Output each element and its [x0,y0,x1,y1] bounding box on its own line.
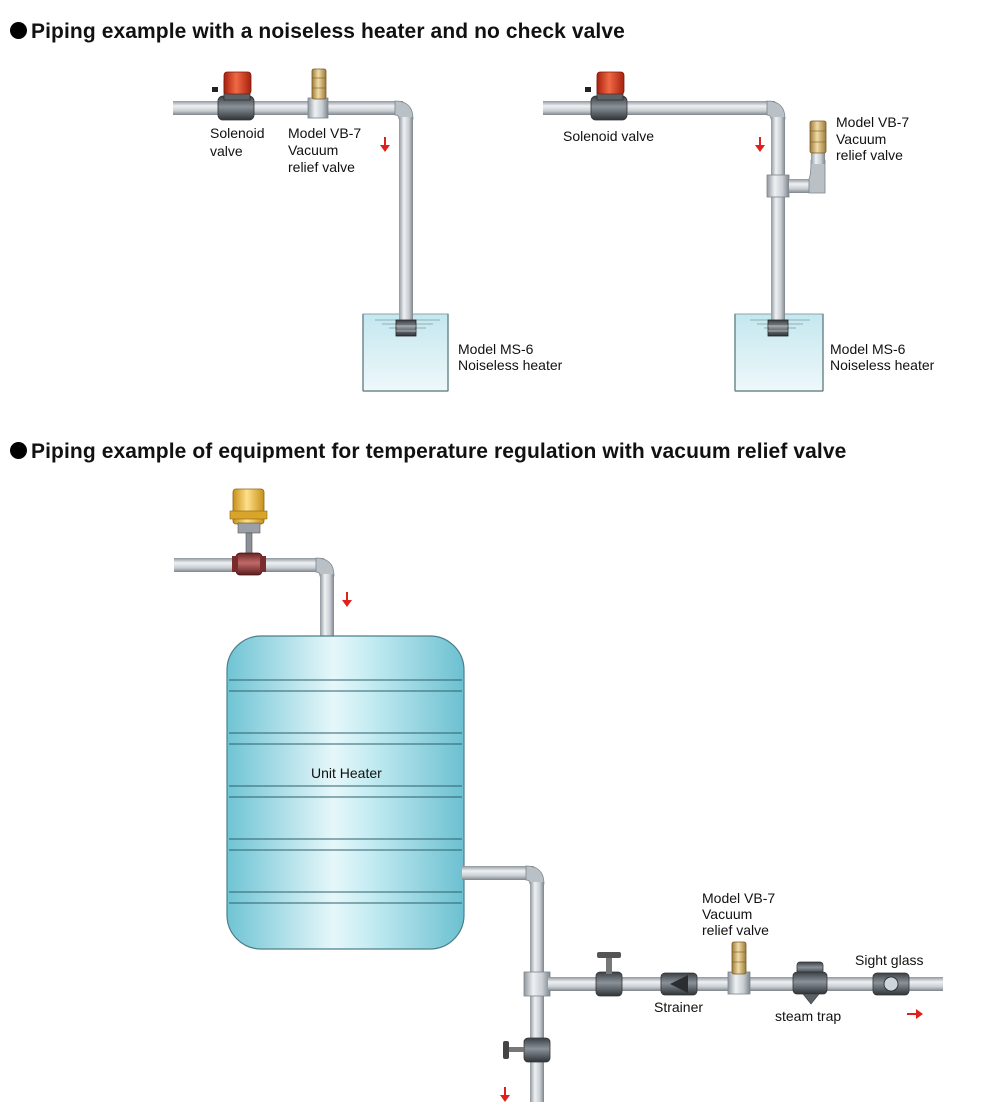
pipe-elbow [315,557,335,577]
flow-arrow-down [342,592,352,607]
steam-trap [792,961,828,1005]
pipe-elbow [525,865,545,885]
pipe [771,117,785,322]
bullet-icon [10,442,27,459]
vb7-label: Model VB-7 Vacuum relief valve [702,890,779,938]
solenoid-valve-label: Solenoid valve [210,125,268,159]
unit-heater [226,635,465,950]
heater-label: Model MS-6 Noiseless heater [830,341,935,373]
labels-c: Unit Heater Model VB-7 Vacuum relief val… [311,765,923,1024]
sight-glass [872,972,910,996]
pipe-tee [523,971,551,997]
vb7-label: Model VB-7 Vacuum relief valve [836,114,913,163]
ms6-heater [395,319,417,337]
vb7-valve [307,68,329,119]
vb7-label: Model VB-7 Vacuum relief valve [288,125,365,175]
pipe [811,150,825,164]
pipe-elbow [394,100,414,120]
pipe-tee [766,174,790,198]
flow-arrow-right [907,1009,923,1019]
temperature-control-valve [229,488,268,576]
bullet-icon [10,22,27,39]
solenoid-valve [585,71,628,121]
pipe [399,117,413,322]
solenoid-valve-label: Solenoid valve [563,128,654,144]
flow-arrow-down [500,1087,510,1102]
strainer-label: Strainer [654,999,703,1015]
section-title-1: Piping example with a noiseless heater a… [10,20,625,44]
sight-glass-label: Sight glass [855,952,923,968]
flow-arrow-down [755,137,765,152]
labels-a: Solenoid valve Model VB-7 Vacuum relief … [210,125,563,373]
pipe [543,101,775,115]
pipe [462,866,534,880]
solenoid-valve [212,71,255,121]
pipe-elbow [808,159,826,194]
unit-heater-label: Unit Heater [311,765,382,781]
pipe [789,179,815,193]
pipe [320,574,334,640]
strainer [660,972,698,996]
section-title-2: Piping example of equipment for temperat… [10,440,846,464]
pipe-elbow [766,100,786,120]
labels-b: Solenoid valve Model VB-7 Vacuum relief … [563,114,935,373]
ms6-heater [767,319,789,337]
gate-valve [595,952,623,997]
vb7-valve [809,120,827,154]
heater-label: Model MS-6 Noiseless heater [458,341,563,373]
vb7-valve [727,941,751,995]
flow-arrow-down [380,137,390,152]
example-a [173,68,449,392]
example-b [543,71,827,392]
pipe [173,101,403,115]
steam-trap-label: steam trap [775,1008,841,1024]
example-c [174,488,943,1102]
drain-valve [503,1037,551,1063]
